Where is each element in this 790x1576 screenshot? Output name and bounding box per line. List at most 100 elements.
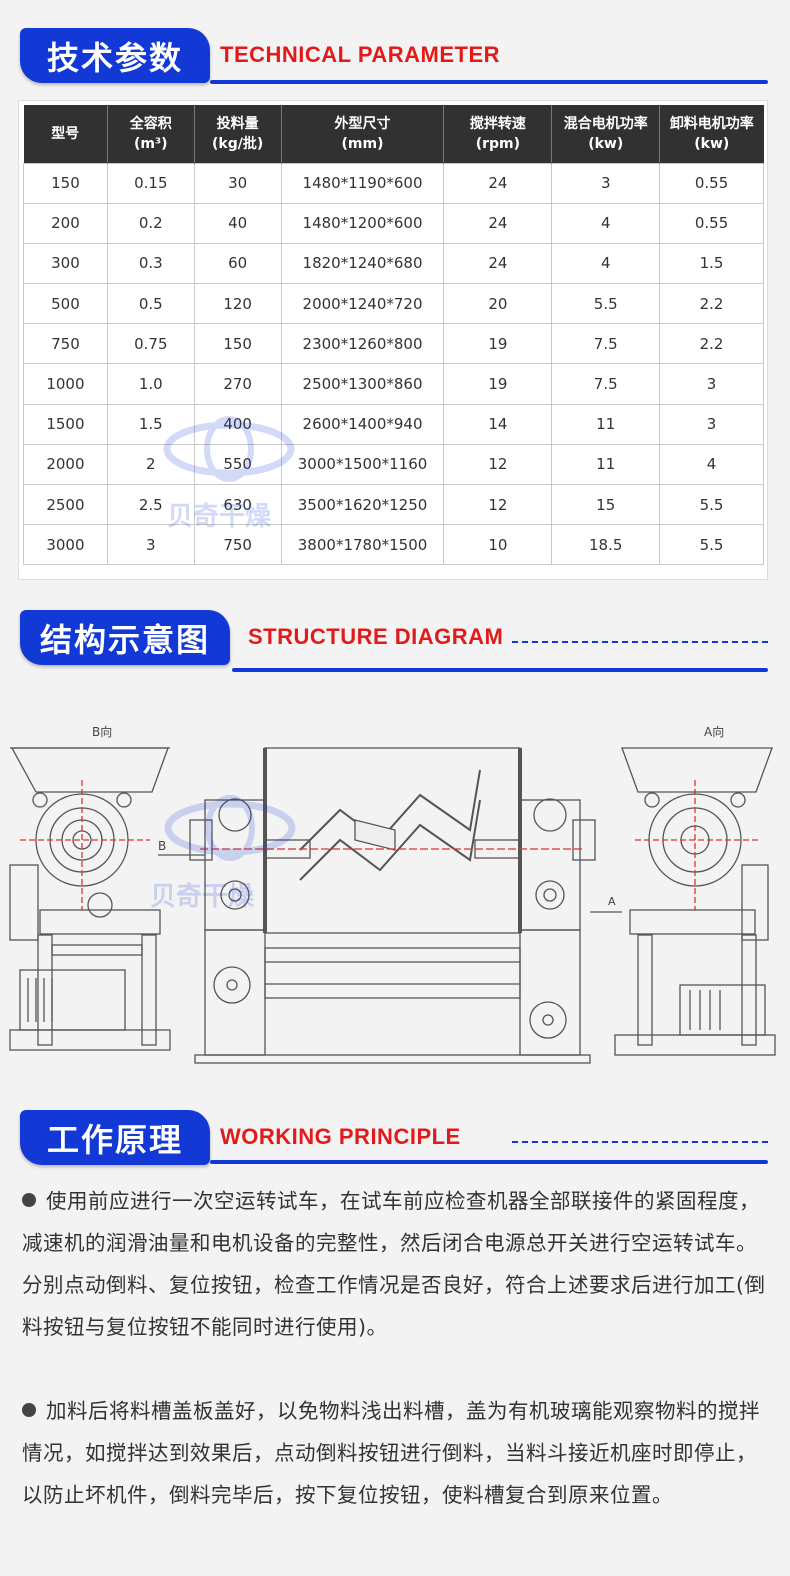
table-cell: 2300*1260*800 — [280, 323, 445, 365]
table-cell: 2500 — [23, 483, 108, 526]
table-cell: 0.5 — [106, 283, 195, 325]
table-cell: 270 — [193, 363, 282, 405]
table-cell: 4 — [551, 242, 661, 285]
front-view: B A — [158, 747, 622, 1064]
table-cell: 2000*1240*720 — [280, 283, 445, 325]
technical-underline — [210, 80, 768, 84]
table-cell: 1820*1240*680 — [280, 242, 445, 285]
table-cell: 15 — [551, 483, 661, 526]
table-cell: 3 — [551, 162, 661, 204]
technical-header: 技术参数 TECHNICAL PARAMETER — [20, 28, 768, 98]
table-cell: 3500*1620*1250 — [280, 483, 445, 526]
table-cell: 0.3 — [106, 242, 195, 285]
table-cell: 750 — [193, 524, 282, 566]
table-cell: 3000 — [23, 524, 108, 566]
table-cell: 200 — [23, 202, 108, 244]
table-cell: 550 — [193, 443, 282, 486]
table-cell: 4 — [551, 202, 661, 244]
table-cell: 150 — [193, 323, 282, 365]
table-cell: 24 — [443, 162, 553, 204]
principle-paragraph-2: 加料后将料槽盖板盖好，以免物料浅出料槽，盖为有机玻璃能观察物料的搅拌情况，如搅拌… — [22, 1399, 760, 1507]
table-cell: 5.5 — [659, 524, 764, 566]
table-cell: 19 — [443, 323, 553, 365]
table-cell: 1.5 — [659, 242, 764, 285]
arrow-a-label: A — [608, 895, 616, 908]
table-cell: 630 — [193, 483, 282, 526]
table-cell: 30 — [193, 162, 282, 204]
table-header-row: 型号 全容积(m³) 投料量(kg/批) 外型尺寸(mm) 搅拌转速(rpm) … — [23, 105, 764, 163]
table-cell: 5.5 — [659, 483, 764, 526]
parameter-table: 型号 全容积(m³) 投料量(kg/批) 外型尺寸(mm) 搅拌转速(rpm) … — [23, 105, 764, 566]
parameter-table-box: 型号 全容积(m³) 投料量(kg/批) 外型尺寸(mm) 搅拌转速(rpm) … — [18, 100, 768, 580]
table-cell: 7.5 — [551, 323, 661, 365]
bullet-icon — [22, 1193, 36, 1207]
structure-underline — [232, 668, 768, 672]
table-cell: 24 — [443, 242, 553, 285]
table-cell: 3800*1780*1500 — [280, 524, 445, 566]
diagram-watermark-text: 贝奇干燥 — [150, 882, 255, 912]
table-cell: 3 — [659, 363, 764, 405]
arrow-b-label: B — [158, 839, 166, 853]
table-cell: 1480*1190*600 — [280, 162, 445, 204]
header-load: 投料量(kg/批) — [194, 105, 282, 163]
table-cell: 0.2 — [106, 202, 195, 244]
table-cell: 1000 — [23, 363, 108, 405]
table-cell: 40 — [193, 202, 282, 244]
structure-title-cn: 结构示意图 — [20, 610, 230, 665]
principle-paragraph-1: 使用前应进行一次空运转试车，在试车前应检查机器全部联接件的紧固程度，减速机的润滑… — [22, 1189, 766, 1339]
table-cell: 18.5 — [551, 524, 661, 566]
table-cell: 12 — [443, 483, 553, 526]
table-cell: 24 — [443, 202, 553, 244]
table-cell: 1.0 — [106, 363, 195, 405]
table-cell: 2 — [106, 443, 195, 486]
table-cell: 400 — [193, 403, 282, 445]
table-cell: 0.55 — [659, 162, 764, 204]
right-side-view: A向 — [614, 724, 776, 1056]
table-cell: 500 — [23, 283, 108, 325]
table-cell: 1500 — [23, 403, 108, 445]
header-mix-power: 混合电机功率(kw) — [551, 105, 661, 163]
table-cell: 7.5 — [551, 363, 661, 405]
header-volume: 全容积(m³) — [107, 105, 195, 163]
table-cell: 3 — [659, 403, 764, 445]
structure-header: 结构示意图 STRUCTURE DIAGRAM — [20, 610, 768, 680]
table-cell: 3000*1500*1160 — [280, 443, 445, 486]
table-cell: 2600*1400*940 — [280, 403, 445, 445]
structure-title-en: STRUCTURE DIAGRAM — [248, 624, 504, 649]
working-header: 工作原理 WORKING PRINCIPLE — [20, 1110, 768, 1180]
diagram-watermark-logo — [164, 795, 296, 861]
table-cell: 2.2 — [659, 283, 764, 325]
left-side-view: B向 — [9, 724, 171, 1051]
table-cell: 300 — [23, 242, 108, 285]
table-cell: 12 — [443, 443, 553, 486]
table-cell: 19 — [443, 363, 553, 405]
table-cell: 750 — [23, 323, 108, 365]
table-cell: 11 — [551, 403, 661, 445]
technical-title-cn: 技术参数 — [20, 28, 210, 83]
structure-diagram: B向 B — [0, 700, 790, 1090]
table-cell: 2.5 — [106, 483, 195, 526]
header-model: 型号 — [23, 105, 108, 163]
table-cell: 2.2 — [659, 323, 764, 365]
structure-dash-line — [512, 641, 768, 643]
table-cell: 0.55 — [659, 202, 764, 244]
table-cell: 2500*1300*860 — [280, 363, 445, 405]
label-b-view: B向 — [92, 724, 112, 739]
table-cell: 150 — [23, 162, 108, 204]
header-dimensions: 外型尺寸(mm) — [281, 105, 445, 163]
working-dash-line — [512, 1141, 768, 1143]
table-cell: 5.5 — [551, 283, 661, 325]
working-underline — [210, 1160, 768, 1164]
working-title-en: WORKING PRINCIPLE — [220, 1124, 461, 1149]
technical-title-en: TECHNICAL PARAMETER — [220, 42, 501, 67]
table-cell: 60 — [193, 242, 282, 285]
